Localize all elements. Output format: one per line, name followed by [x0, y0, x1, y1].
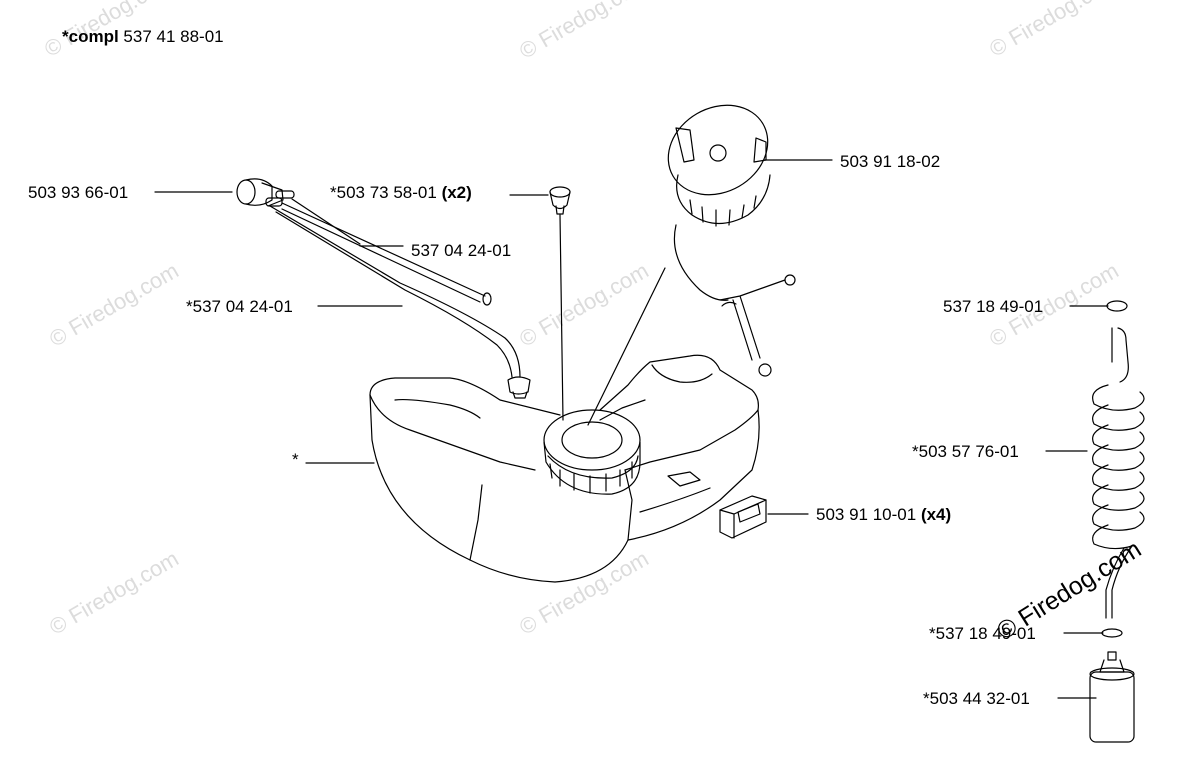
callout-damper: 503 91 10-01 (x4) — [816, 505, 951, 525]
o-ring-top — [1106, 300, 1128, 312]
o-ring-bottom — [1101, 628, 1123, 638]
hose-grommet — [507, 376, 531, 399]
assembly-number: 537 41 88-01 — [123, 27, 224, 46]
leader-lines — [154, 159, 1109, 699]
fuel-cap — [667, 104, 771, 301]
grommet-number: *503 73 58-01 — [330, 183, 437, 202]
cap-retainer — [719, 274, 796, 377]
primer-bulb — [236, 178, 295, 207]
callout-primer-bulb: 503 93 66-01 — [28, 183, 129, 202]
callout-tank: * — [292, 450, 299, 469]
callout-fuel-hose-b: *537 04 24-01 — [186, 297, 293, 316]
callout-fuel-hose-a: 537 04 24-01 — [411, 241, 512, 260]
assembly-title: *compl 537 41 88-01 — [62, 27, 224, 47]
fuel-hoses — [269, 198, 521, 378]
callout-o-ring-top: 537 18 49-01 — [943, 297, 1044, 316]
coiled-hose — [1092, 327, 1145, 619]
callout-o-ring-bottom: *537 18 49-01 — [929, 624, 1036, 643]
damper-qty: (x4) — [920, 505, 952, 524]
assembly-prefix: *compl — [62, 27, 119, 46]
callout-grommet: *503 73 58-01 (x2) — [330, 183, 472, 203]
grommet-small — [549, 186, 571, 215]
fuel-tank — [369, 354, 760, 583]
fuel-filter — [1089, 651, 1135, 743]
damper-number: 503 91 10-01 — [816, 505, 917, 524]
grommet-qty: (x2) — [441, 183, 472, 202]
callout-coil-hose: *503 57 76-01 — [912, 442, 1019, 461]
callout-fuel-cap: 503 91 18-02 — [840, 152, 941, 171]
damper-block — [719, 495, 767, 539]
callout-fuel-filter: *503 44 32-01 — [923, 689, 1030, 708]
